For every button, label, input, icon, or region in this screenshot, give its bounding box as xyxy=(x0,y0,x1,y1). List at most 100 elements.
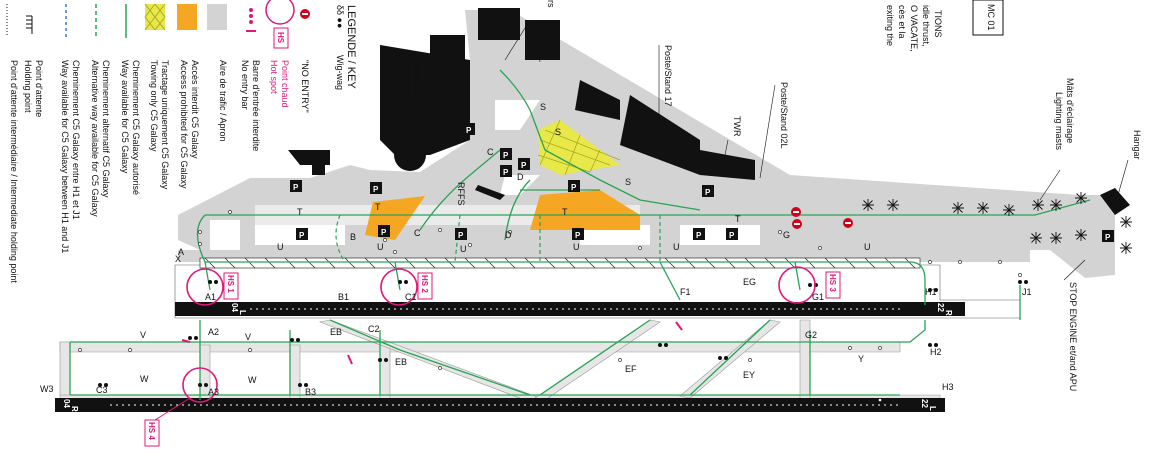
svg-text:P: P xyxy=(458,231,464,240)
holding-dots xyxy=(78,210,1022,402)
stand-marker: P xyxy=(726,228,738,240)
svg-text:C2: C2 xyxy=(368,324,380,334)
hangar-label: Hangar xyxy=(1132,130,1142,160)
stand-marker: P xyxy=(463,123,475,135)
towing-fr: Tractage uniquement C5 Galaxy xyxy=(160,60,170,190)
svg-text:P: P xyxy=(503,151,509,160)
stand-marker: P xyxy=(290,180,302,192)
svg-text:C: C xyxy=(414,228,421,238)
runway-04r-22l: 04 R 22 L xyxy=(55,398,945,412)
hs1-label: HS 1 xyxy=(226,275,235,293)
stand-marker: P xyxy=(500,165,512,177)
no-entry-signs xyxy=(791,207,853,229)
svg-text:P: P xyxy=(293,183,299,192)
stand-marker: P xyxy=(693,228,705,240)
svg-text:EY: EY xyxy=(743,370,755,380)
svg-text:G2: G2 xyxy=(805,330,817,340)
stop-engine-label: STOP ENGINE et/and APU xyxy=(1068,282,1078,391)
apron-label: Aire de trafic / Apron xyxy=(218,60,228,142)
hatched-strip xyxy=(199,257,921,269)
svg-text:U: U xyxy=(277,242,284,252)
runway-label-04: 04 xyxy=(230,303,239,312)
stand17-label: Poste/Stand 17 xyxy=(663,45,673,107)
taxiways xyxy=(59,264,1021,403)
svg-text:W3: W3 xyxy=(40,384,54,394)
svg-text:TIONS: TIONS xyxy=(933,10,943,38)
stand-marker: P xyxy=(572,228,584,240)
svg-text:P: P xyxy=(571,183,577,192)
svg-text:P: P xyxy=(521,161,527,170)
svg-text:P: P xyxy=(575,231,581,240)
hold-fr: Point d'attente xyxy=(34,60,44,117)
hotspot-hs4 xyxy=(182,367,218,403)
svg-text:U: U xyxy=(377,242,384,252)
svg-text:S: S xyxy=(540,102,546,112)
svg-text:EF: EF xyxy=(625,364,637,374)
svg-text:X: X xyxy=(175,254,181,264)
no-entry-bars xyxy=(181,321,683,365)
hold-en: Holding point xyxy=(23,60,33,113)
lighting-masts xyxy=(862,192,1132,254)
svg-text:T: T xyxy=(375,202,381,212)
intermediate-holds xyxy=(258,295,910,415)
runway-label-l-left: L xyxy=(238,310,247,315)
feature-labels: TERMINAL 2 Poste/Stand 17 Poste/Stand 02… xyxy=(407,0,1142,391)
hs4-label: HS 4 xyxy=(147,422,156,440)
apron-stand-markers: P P P P P P P P P P P P P P P xyxy=(290,123,1114,242)
svg-text:T: T xyxy=(297,207,303,217)
svg-text:U: U xyxy=(864,242,871,252)
svg-text:Y: Y xyxy=(858,354,864,364)
svg-text:C3: C3 xyxy=(96,385,108,395)
svg-text:P: P xyxy=(729,231,735,240)
hs2-label: HS 2 xyxy=(420,275,429,293)
no-entry-bar-icon xyxy=(246,8,256,32)
runway-label-22: 22 xyxy=(936,303,945,312)
wigwag-symbol: δδ ●● xyxy=(335,5,345,28)
svg-text:P: P xyxy=(503,168,509,177)
hotspot-hs2 xyxy=(380,268,418,306)
svg-text:D: D xyxy=(517,172,524,182)
bar-label-en: No entry bar xyxy=(240,60,250,110)
stand-marker: P xyxy=(500,148,512,160)
svg-text:G: G xyxy=(783,230,790,240)
legend-title: LEGENDE / KEY xyxy=(345,5,357,89)
svg-text:A: A xyxy=(178,247,184,257)
svg-text:W: W xyxy=(140,374,149,384)
legend: LEGENDE / KEY δδ ●● Wig-wag "NO ENTRY" H… xyxy=(6,0,357,283)
hotspot-label-fr: Point chaud xyxy=(280,60,290,108)
buildings xyxy=(288,8,1130,215)
svg-text:O VACATE,: O VACATE, xyxy=(909,5,919,52)
c5-alt-en: Alternative way available for C5 Galaxy xyxy=(90,60,100,217)
svg-text:T: T xyxy=(562,207,568,217)
hotspot-badges: HS 1 HS 2 HS 3 HS 4 xyxy=(144,271,841,447)
svg-text:U: U xyxy=(673,242,680,252)
svg-text:S: S xyxy=(555,127,561,137)
svg-text:C: C xyxy=(487,147,494,157)
svg-text:P: P xyxy=(696,231,702,240)
svg-text:P: P xyxy=(381,228,387,237)
svg-text:H2: H2 xyxy=(930,347,942,357)
svg-text:P: P xyxy=(299,231,305,240)
svg-text:P: P xyxy=(705,188,711,197)
c5-routes xyxy=(69,69,1091,400)
bar-label-fr: Barre d'entrée interdite xyxy=(251,60,261,151)
svg-text:H3: H3 xyxy=(942,382,954,392)
hotspot-hs1 xyxy=(186,268,224,306)
taxiway-labels: T T T T U U U U U U S S S C C D D B G A … xyxy=(140,102,871,385)
svg-text:cès et la: cès et la xyxy=(897,5,907,39)
c5-way-fr: Cheminement C5 Galaxy autorisé xyxy=(131,60,141,195)
svg-text:P: P xyxy=(466,126,472,135)
stand-marker: P xyxy=(568,180,580,192)
hotspot-label-en: Hot spot xyxy=(269,60,279,94)
hs3-label: HS 3 xyxy=(828,274,837,292)
c5-h1j1-fr: Cheminement C5 Galaxy entre H1 et J1 xyxy=(71,60,81,220)
svg-text:U: U xyxy=(460,244,467,254)
svg-text:B: B xyxy=(350,232,356,242)
svg-text:EG: EG xyxy=(743,277,756,287)
c5-prohibited-swatch xyxy=(177,4,197,30)
hotspots xyxy=(182,266,816,403)
stand-marker: P xyxy=(296,228,308,240)
svg-text:idle thrust,: idle thrust, xyxy=(921,5,931,47)
svg-text:J1: J1 xyxy=(1022,287,1032,297)
runway-label-04b: 04 xyxy=(62,399,71,408)
